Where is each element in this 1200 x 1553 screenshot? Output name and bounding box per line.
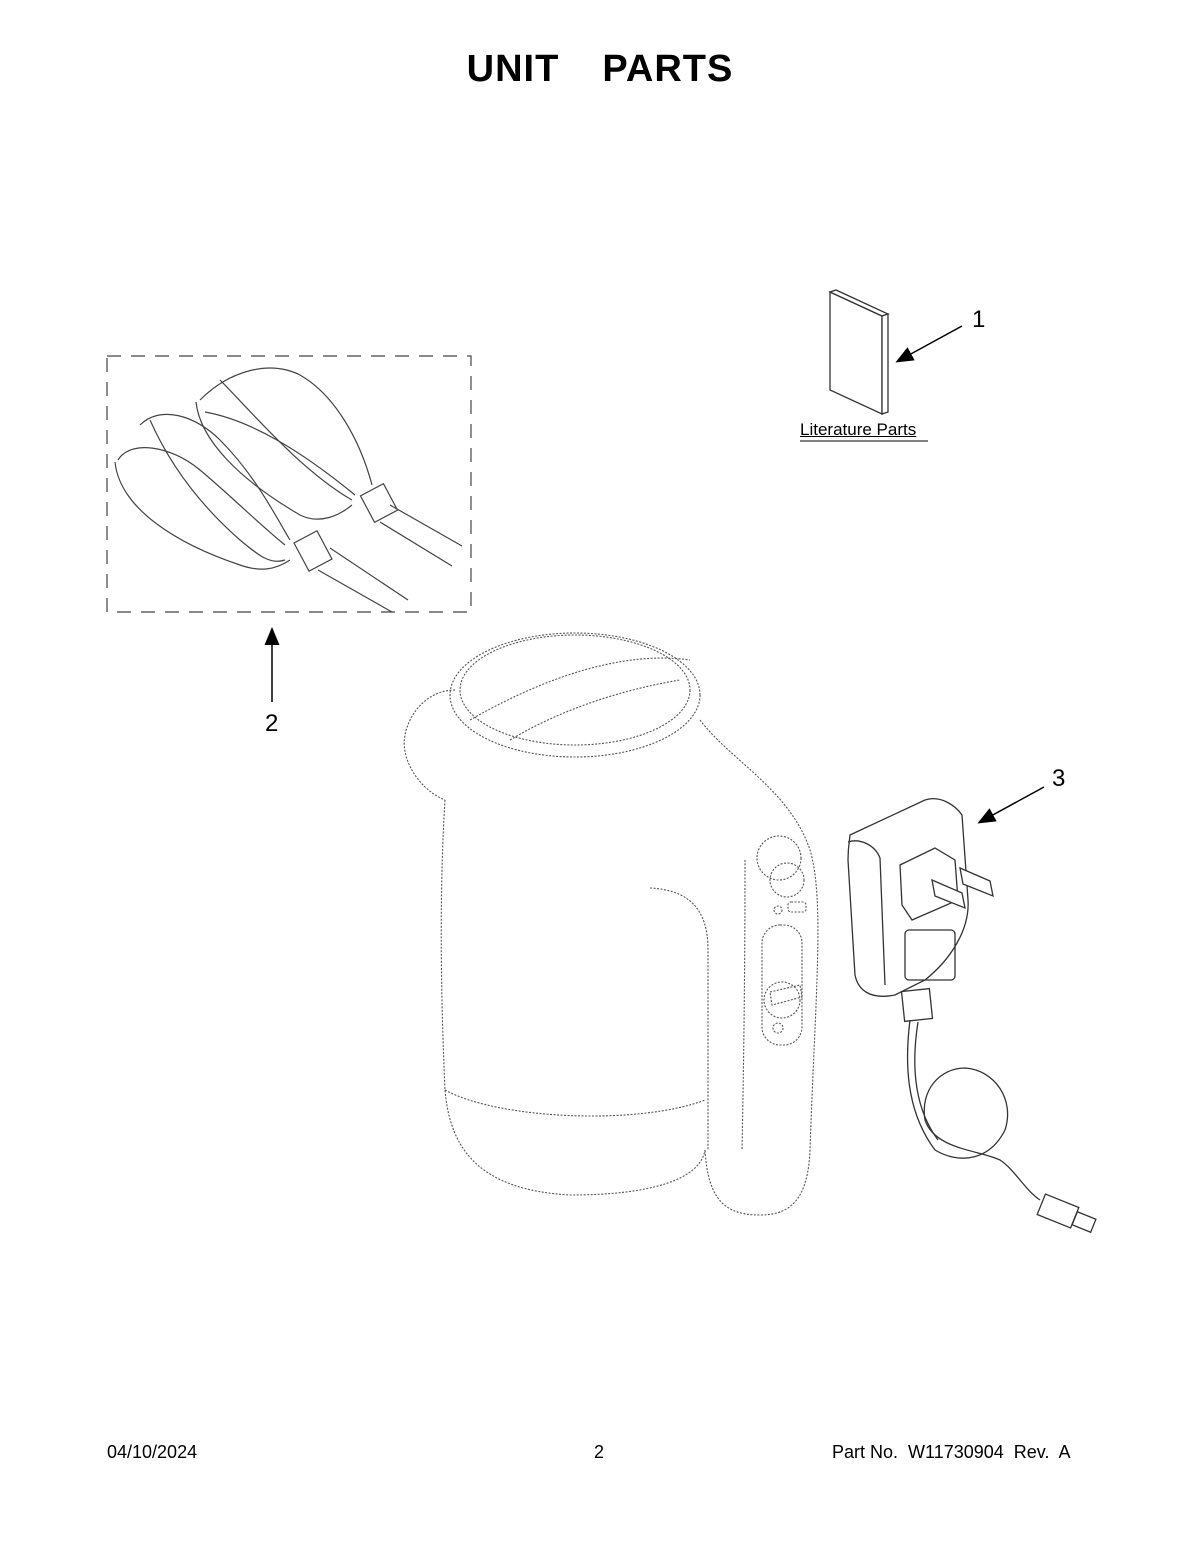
footer-part-info: Part No. W11730904 Rev. A — [832, 1442, 1071, 1462]
literature-booklet-part — [828, 289, 890, 416]
literature-parts-label: Literature Parts — [800, 420, 917, 439]
callout-number-2: 2 — [265, 710, 279, 737]
callout-number-3: 3 — [1052, 765, 1066, 792]
footer-page-number: 2 — [594, 1442, 605, 1462]
callout-arrow-1 — [895, 325, 963, 363]
power-adapter-part — [847, 798, 1097, 1234]
callout-arrow-3 — [977, 786, 1045, 824]
hand-mixer-body — [403, 632, 819, 1216]
beaters-part — [114, 367, 463, 613]
beaters-dashed-box — [106, 355, 472, 613]
page-title: UNIT PARTS — [466, 48, 734, 90]
callout-number-1: 1 — [972, 306, 986, 333]
footer-date: 04/10/2024 — [107, 1442, 198, 1462]
